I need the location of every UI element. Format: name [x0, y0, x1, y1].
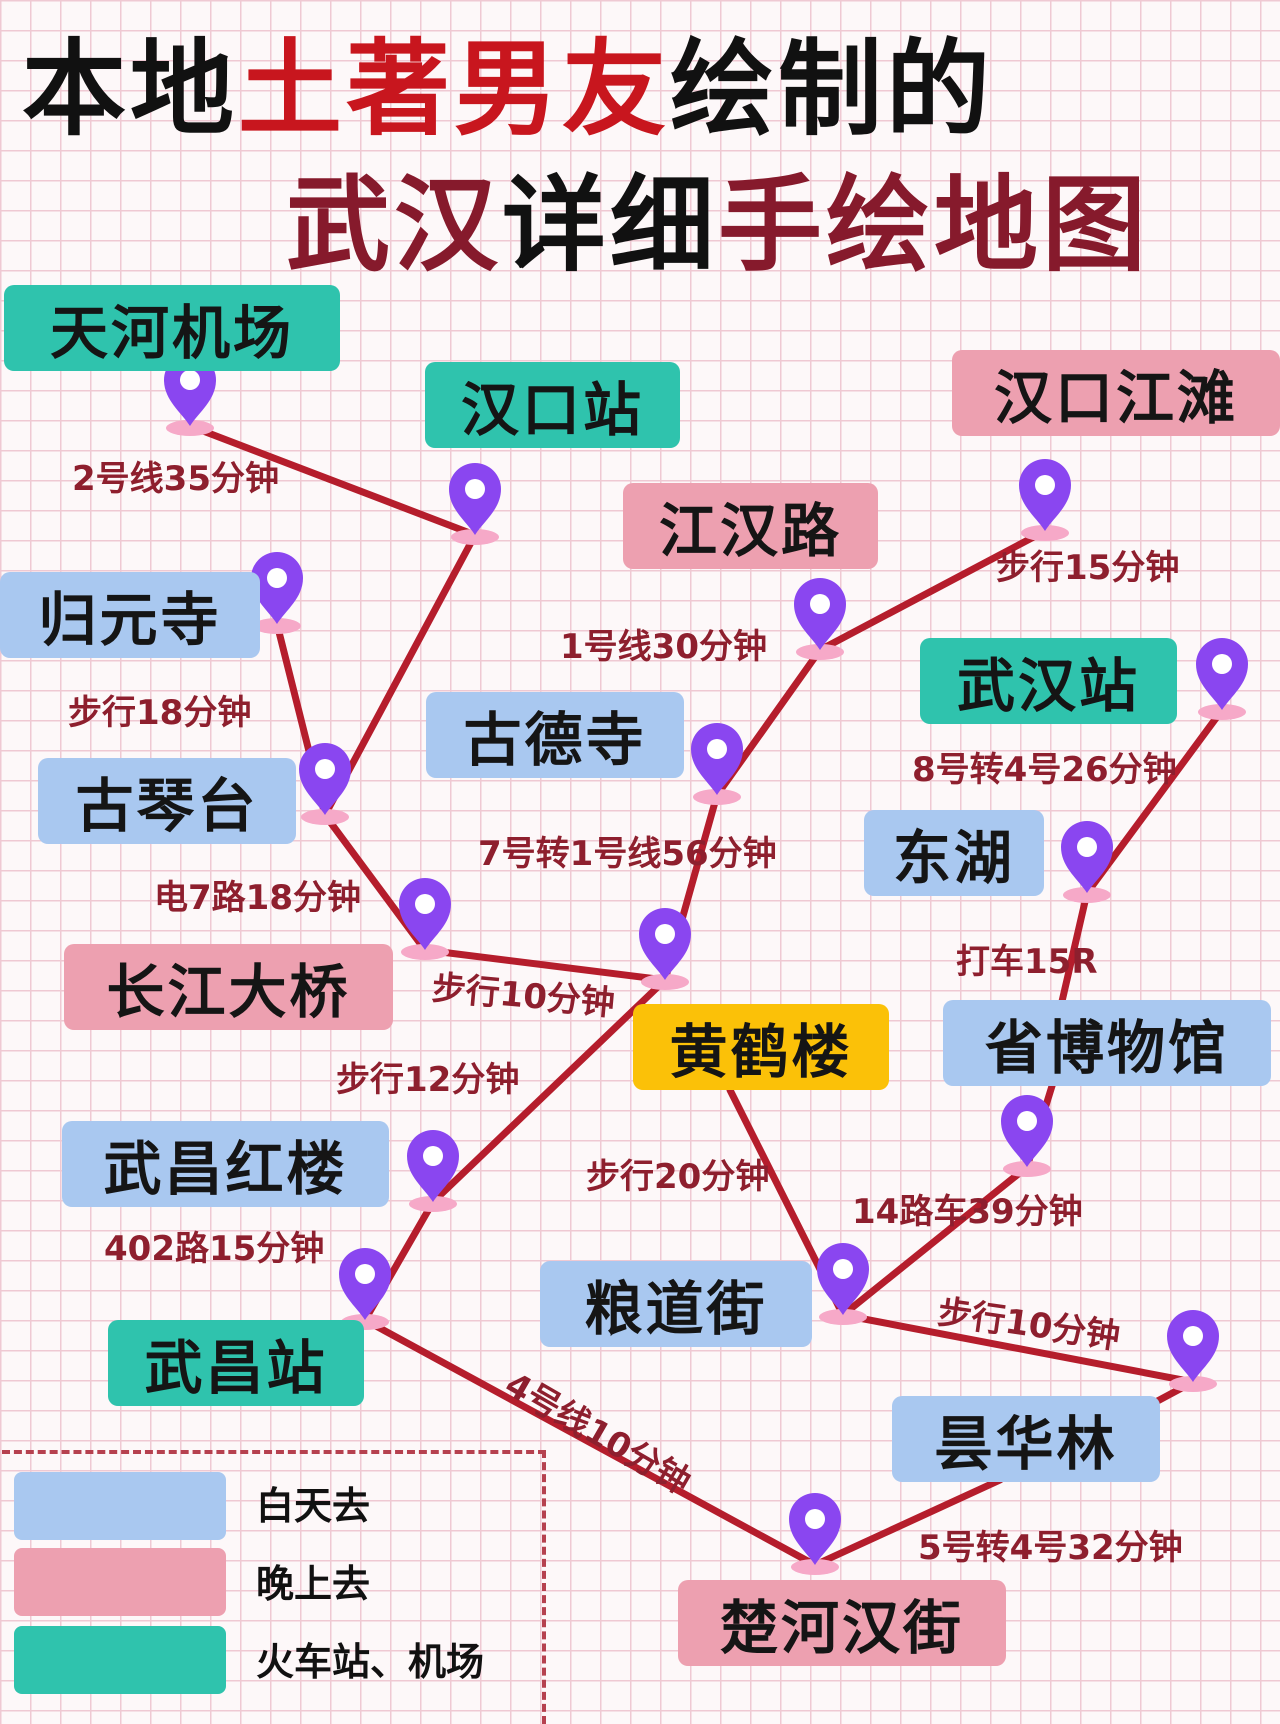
pin-provincial-museum-icon[interactable]	[1001, 1095, 1053, 1177]
place-tianhe-airport[interactable]: 天河机场	[4, 285, 340, 371]
title-part-drawn: 绘制的	[670, 28, 995, 150]
place-guqin-terrace[interactable]: 古琴台	[38, 758, 296, 844]
pin-wuchang-red-building-icon[interactable]	[407, 1130, 459, 1212]
route-redbuilding-tower: 步行12分钟	[336, 1060, 520, 1100]
legend-station-label: 火车站、机场	[256, 1640, 485, 1684]
legend-day-label: 白天去	[256, 1484, 371, 1528]
pin-yellow-crane-tower-icon[interactable]	[639, 908, 691, 990]
map-title-line-2: 武汉详细手绘地图	[286, 168, 1150, 283]
pin-hankou-riverside-icon[interactable]	[1019, 459, 1071, 541]
pin-hankou-station-icon[interactable]	[449, 463, 501, 545]
pin-wuhan-station-icon[interactable]	[1196, 638, 1248, 720]
line-wuhanstation-eastlake	[1083, 706, 1226, 897]
place-jianghan-road[interactable]: 江汉路	[623, 483, 878, 569]
legend-day-swatch	[14, 1472, 226, 1540]
place-guiyuan-temple[interactable]: 归元寺	[0, 572, 260, 658]
route-guqin-bridge: 电7路18分钟	[154, 878, 361, 918]
pin-chuhe-han-street-icon[interactable]	[789, 1493, 841, 1575]
pin-liangdao-street-icon[interactable]	[817, 1243, 869, 1325]
line-tower-redbuilding	[429, 976, 669, 1206]
route-riverside-jianghan: 步行15分钟	[996, 548, 1180, 588]
place-yangtze-bridge[interactable]: 长江大桥	[64, 944, 393, 1030]
place-tanhualin[interactable]: 昙华林	[892, 1396, 1160, 1482]
title-part-handdrawn-map: 手绘地图	[718, 164, 1151, 286]
place-east-lake[interactable]: 东湖	[864, 810, 1044, 896]
title-part-local: 本地	[22, 28, 239, 150]
legend-night-swatch	[14, 1548, 226, 1616]
line-eastlake-museum	[1056, 889, 1091, 1014]
pin-guqin-terrace-icon[interactable]	[299, 743, 351, 825]
place-wuhan-station[interactable]: 武汉站	[920, 638, 1177, 724]
route-redbuilding-wuchang: 402路15分钟	[104, 1229, 325, 1269]
route-eastlake-museum: 打车15R	[956, 942, 1098, 982]
route-jianghan-gude: 1号线30分钟	[560, 627, 767, 667]
line-wuchang-chuhe	[361, 1316, 819, 1569]
place-hankou-station[interactable]: 汉口站	[425, 362, 680, 448]
title-part-wuhan: 武汉	[286, 164, 503, 286]
pin-gude-temple-icon[interactable]	[691, 723, 743, 805]
legend-station-swatch	[14, 1626, 226, 1694]
route-airport-hankou: 2号线35分钟	[72, 459, 279, 499]
place-provincial-museum[interactable]: 省博物馆	[943, 1000, 1271, 1086]
pin-yangtze-bridge-icon[interactable]	[399, 878, 451, 960]
pin-wuchang-station-icon[interactable]	[339, 1248, 391, 1330]
route-museum-liangdao: 14路车39分钟	[852, 1192, 1083, 1232]
line-liangdao-tanhualin	[839, 1311, 1197, 1386]
pin-tanhualin-icon[interactable]	[1167, 1310, 1219, 1392]
route-tanhualin-chuhe: 5号转4号32分钟	[918, 1528, 1183, 1568]
place-yellow-crane-tower[interactable]: 黄鹤楼	[633, 1004, 889, 1090]
line-bridge-tower	[421, 946, 669, 984]
line-museum-liangdao	[839, 1163, 1031, 1319]
place-liangdao-street[interactable]: 粮道街	[540, 1261, 812, 1347]
line-riverside-jianghan	[816, 527, 1049, 654]
place-gude-temple[interactable]: 古德寺	[426, 692, 684, 778]
title-part-detailed: 详细	[502, 164, 719, 286]
pin-east-lake-icon[interactable]	[1061, 821, 1113, 903]
line-airport-hankou	[186, 422, 479, 539]
place-wuchang-red-building[interactable]: 武昌红楼	[62, 1121, 389, 1207]
route-tower-liangdao: 步行20分钟	[586, 1157, 770, 1197]
map-legend: 白天去 晚上去 火车站、机场	[2, 1450, 546, 1724]
route-guiyuan-guqin: 步行18分钟	[68, 693, 252, 733]
legend-night-label: 晚上去	[256, 1562, 371, 1606]
place-chuhe-han-street[interactable]: 楚河汉街	[678, 1580, 1006, 1666]
title-part-boyfriend: 土著男友	[238, 28, 671, 150]
place-wuchang-station[interactable]: 武昌站	[108, 1320, 364, 1406]
line-tanhualin-chuhe	[811, 1476, 1004, 1569]
route-gude-tower: 7号转1号线56分钟	[478, 834, 777, 874]
route-wuhanstation-eastlake: 8号转4号26分钟	[912, 750, 1177, 790]
map-title-line-1: 本地土著男友绘制的	[22, 32, 994, 147]
pin-jianghan-road-icon[interactable]	[794, 578, 846, 660]
place-hankou-riverside[interactable]: 汉口江滩	[952, 350, 1280, 436]
